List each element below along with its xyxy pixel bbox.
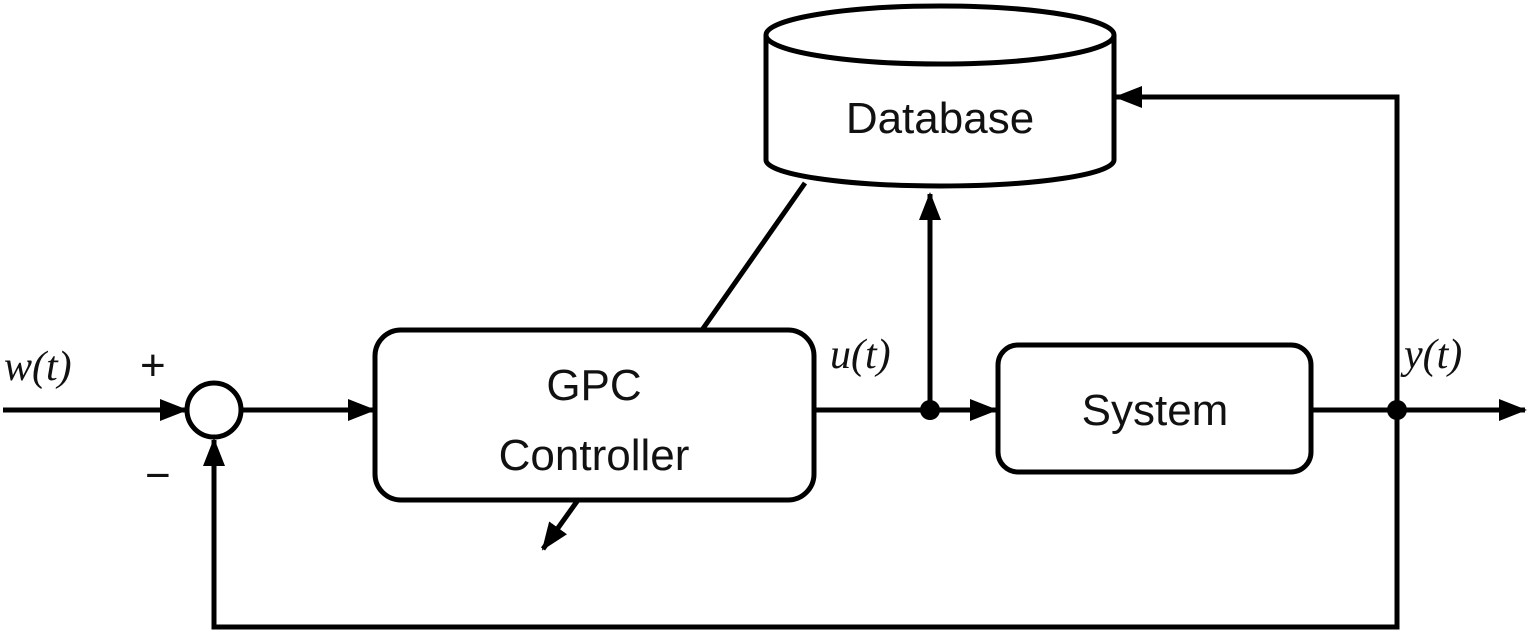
database-controller-link xyxy=(699,181,808,332)
database-label: Database xyxy=(846,94,1034,143)
summing-junction xyxy=(184,380,244,440)
system-block: System xyxy=(995,342,1314,475)
controller-label-line2: Controller xyxy=(499,431,690,480)
adaptation-arrow xyxy=(540,498,581,551)
control-signal-label: u(t) xyxy=(830,332,891,378)
plus-sign: + xyxy=(140,341,166,390)
output-to-database-arrow xyxy=(1114,86,1400,410)
output-branch-point xyxy=(1387,400,1407,420)
gpc-controller-block: GPC Controller xyxy=(372,327,817,503)
reference-signal-label: w(t) xyxy=(4,344,72,390)
control-branch-point xyxy=(920,400,940,420)
controller-label-line1: GPC xyxy=(546,361,641,410)
minus-sign: − xyxy=(145,451,171,500)
system-label: System xyxy=(1082,386,1229,435)
feedback-arrow xyxy=(203,410,1400,630)
output-signal-label: y(t) xyxy=(1400,332,1462,378)
database-block: Database xyxy=(763,3,1117,189)
